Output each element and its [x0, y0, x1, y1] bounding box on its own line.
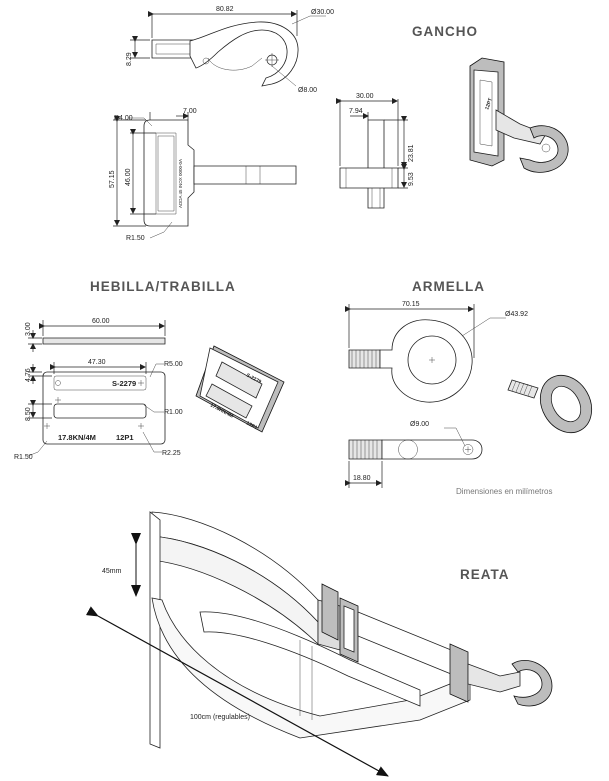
hebilla-front-view: S-2279 17.8KN/4M 12P1 47.30 4.76 8.50 R5… — [14, 359, 183, 461]
dim-side-height: 23.81 — [408, 144, 415, 162]
dim-tab-width: 7.00 — [183, 108, 197, 115]
dim-side-offset: 7.94 — [349, 108, 363, 115]
dim-hebilla-inner-radius: R1.00 — [164, 409, 183, 416]
hebilla-3d-view: S-2279 17.8KN/4M 12P1 — [195, 345, 285, 433]
dim-side-width: 30.00 — [356, 93, 374, 100]
dim-hebilla-thickness: 3.00 — [25, 322, 32, 336]
hebilla-thickness-view: 60.00 3.00 — [25, 318, 166, 352]
gancho-front-view: ADDA 45 INOX 0000-0A 7.00 R4.00 57.15 46… — [109, 108, 297, 242]
gancho-3d-stamp: 12PT — [484, 97, 494, 110]
dim-overall-length: 80.82 — [216, 6, 234, 13]
reata-length-label: 100cm (regulables) — [190, 714, 250, 721]
dim-side-lower: 9.53 — [408, 172, 415, 186]
section-title-armella: ARMELLA — [412, 279, 485, 294]
section-title-gancho: GANCHO — [412, 24, 478, 39]
dim-hebilla-corner-radius: R1.50 — [14, 454, 33, 461]
gancho-stamp: ADDA 45 INOX 0000-0A — [178, 159, 183, 208]
dim-hebilla-edge: 4.76 — [25, 368, 32, 382]
dim-armella-length: 70.15 — [402, 301, 420, 308]
hebilla-stamp-model: 12P1 — [116, 433, 134, 442]
units-note: Dimensiones en milímetros — [456, 487, 553, 496]
dim-hebilla-outer-radius: R5.00 — [164, 361, 183, 368]
gancho-top-view: 80.82 Ø8.00 Ø30.00 8.29 — [126, 6, 334, 94]
section-title-hebilla: HEBILLA/TRABILLA — [90, 279, 236, 294]
dim-thread-length: 18.80 — [353, 475, 371, 482]
dim-hook-diameter: Ø30.00 — [311, 9, 334, 16]
hebilla-stamp-rating: 17.8KN/4M — [58, 433, 96, 442]
dim-eye-diameter: Ø8.00 — [298, 87, 317, 94]
gancho-3d-view: 12PT — [469, 57, 569, 173]
dim-hole-diameter: Ø9.00 — [410, 421, 429, 428]
dim-slot-radius: R2.25 — [162, 450, 181, 457]
hebilla-3d-model: 12P1 — [245, 420, 258, 431]
dim-inner-height: 46.00 — [125, 168, 132, 186]
armella-lower-view: Ø9.00 18.80 — [345, 421, 483, 488]
dim-corner-radius: R4.00 — [114, 115, 133, 122]
dim-total-height: 57.15 — [109, 170, 116, 188]
dim-hebilla-width: 60.00 — [92, 318, 110, 325]
reata-strap-view: 45mm 100cm (regulables) — [85, 511, 553, 777]
armella-side-view: 70.15 Ø43.92 — [345, 301, 528, 403]
gancho-side-view: 30.00 7.94 23.81 9.53 — [336, 93, 415, 209]
reata-width-label: 45mm — [102, 568, 122, 575]
dim-slot-gap: 8.50 — [25, 407, 32, 421]
dim-shank-height: 8.29 — [126, 52, 133, 66]
hebilla-stamp-code: S-2279 — [112, 379, 136, 388]
armella-3d-view — [507, 374, 593, 434]
dim-slot-length: 47.30 — [88, 359, 106, 366]
dim-bottom-radius: R1.50 — [126, 235, 145, 242]
dim-ring-diameter: Ø43.92 — [505, 311, 528, 318]
section-title-reata: REATA — [460, 567, 510, 582]
